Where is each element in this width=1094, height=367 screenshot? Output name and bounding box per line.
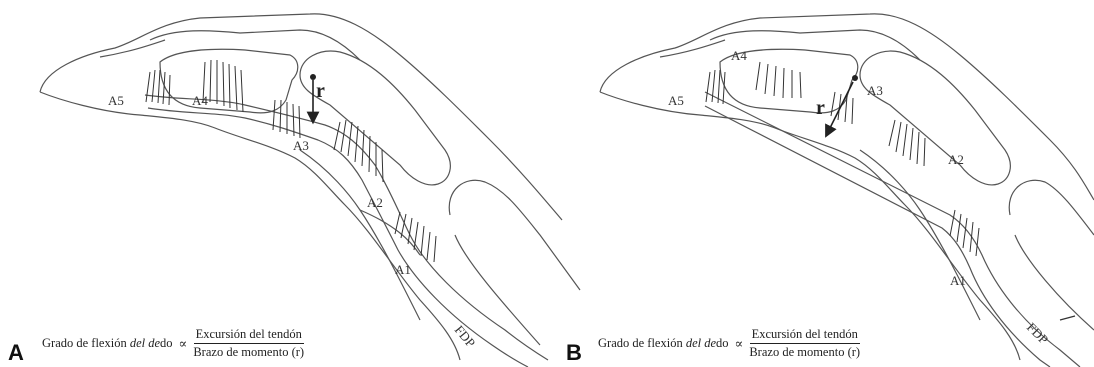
- moment-arm-label-b: r: [816, 97, 825, 119]
- proportional-symbol-a: ∝: [179, 336, 188, 352]
- proximal-phalanx-b: [860, 51, 1010, 185]
- fraction-a-numerator: Excursión del tendón: [194, 327, 304, 344]
- metacarpal-head-a: [449, 180, 580, 345]
- formula-b-lhs-text-1: Grado de flexión: [598, 336, 686, 350]
- pulley-hatching-b: [706, 62, 979, 256]
- fraction-b-numerator: Excursión del tendón: [750, 327, 860, 344]
- moment-arm-label-a: r: [316, 80, 325, 102]
- pulley-label-a3-a: A3: [293, 138, 309, 153]
- tendon-label-fdp-a: FDP: [452, 322, 479, 350]
- fraction-b: Excursión del tendón Brazo de momento (r…: [749, 327, 860, 360]
- formula-a-lhs-italic: del de: [130, 336, 160, 350]
- pulley-label-a5-b: A5: [668, 93, 684, 108]
- pulley-label-a1-a: A1: [395, 262, 411, 277]
- formula-a-lhs: Grado de flexión del dedo: [42, 336, 173, 351]
- pulley-label-a4-a: A4: [192, 93, 208, 108]
- panel-a-drawing: [40, 14, 580, 367]
- fraction-b-denominator: Brazo de momento (r): [749, 344, 860, 360]
- pulley-label-a1-b: A1: [950, 273, 966, 288]
- panel-letter-b: B: [566, 340, 582, 366]
- formula-a: Grado de flexión del dedo ∝ Excursión de…: [42, 327, 304, 360]
- panel-b-drawing: [600, 14, 1094, 367]
- formula-b-lhs-italic: del de: [686, 336, 716, 350]
- pulley-label-a3-b: A3: [867, 83, 883, 98]
- metacarpal-head-b: [1009, 180, 1094, 330]
- finger-outline-a: [40, 14, 562, 220]
- formula-b-lhs-text-2: do: [716, 336, 729, 350]
- formula-b: Grado de flexión del dedo ∝ Excursión de…: [598, 327, 860, 360]
- formula-b-lhs: Grado de flexión del dedo: [598, 336, 729, 351]
- pulley-label-a4-b: A4: [731, 48, 747, 63]
- pulley-label-a2-b: A2: [948, 152, 964, 167]
- fdp-tendon-b: [705, 92, 1080, 367]
- proportional-symbol-b: ∝: [735, 336, 744, 352]
- fdp-tendon-a: [145, 95, 548, 360]
- tendon-label-fdp-b: FDP: [1024, 320, 1051, 347]
- fraction-a: Excursión del tendón Brazo de momento (r…: [193, 327, 304, 360]
- formula-a-lhs-text-1: Grado de flexión: [42, 336, 130, 350]
- formula-a-lhs-text-2: do: [160, 336, 173, 350]
- pulley-label-a2-a: A2: [367, 195, 383, 210]
- fraction-a-denominator: Brazo de momento (r): [193, 344, 304, 360]
- pulley-hatching-a: [146, 60, 436, 262]
- pulley-label-a5-a: A5: [108, 93, 124, 108]
- moment-arm-b: [828, 75, 858, 132]
- middle-phalanx-a: [160, 49, 298, 113]
- panel-letter-a: A: [8, 340, 24, 366]
